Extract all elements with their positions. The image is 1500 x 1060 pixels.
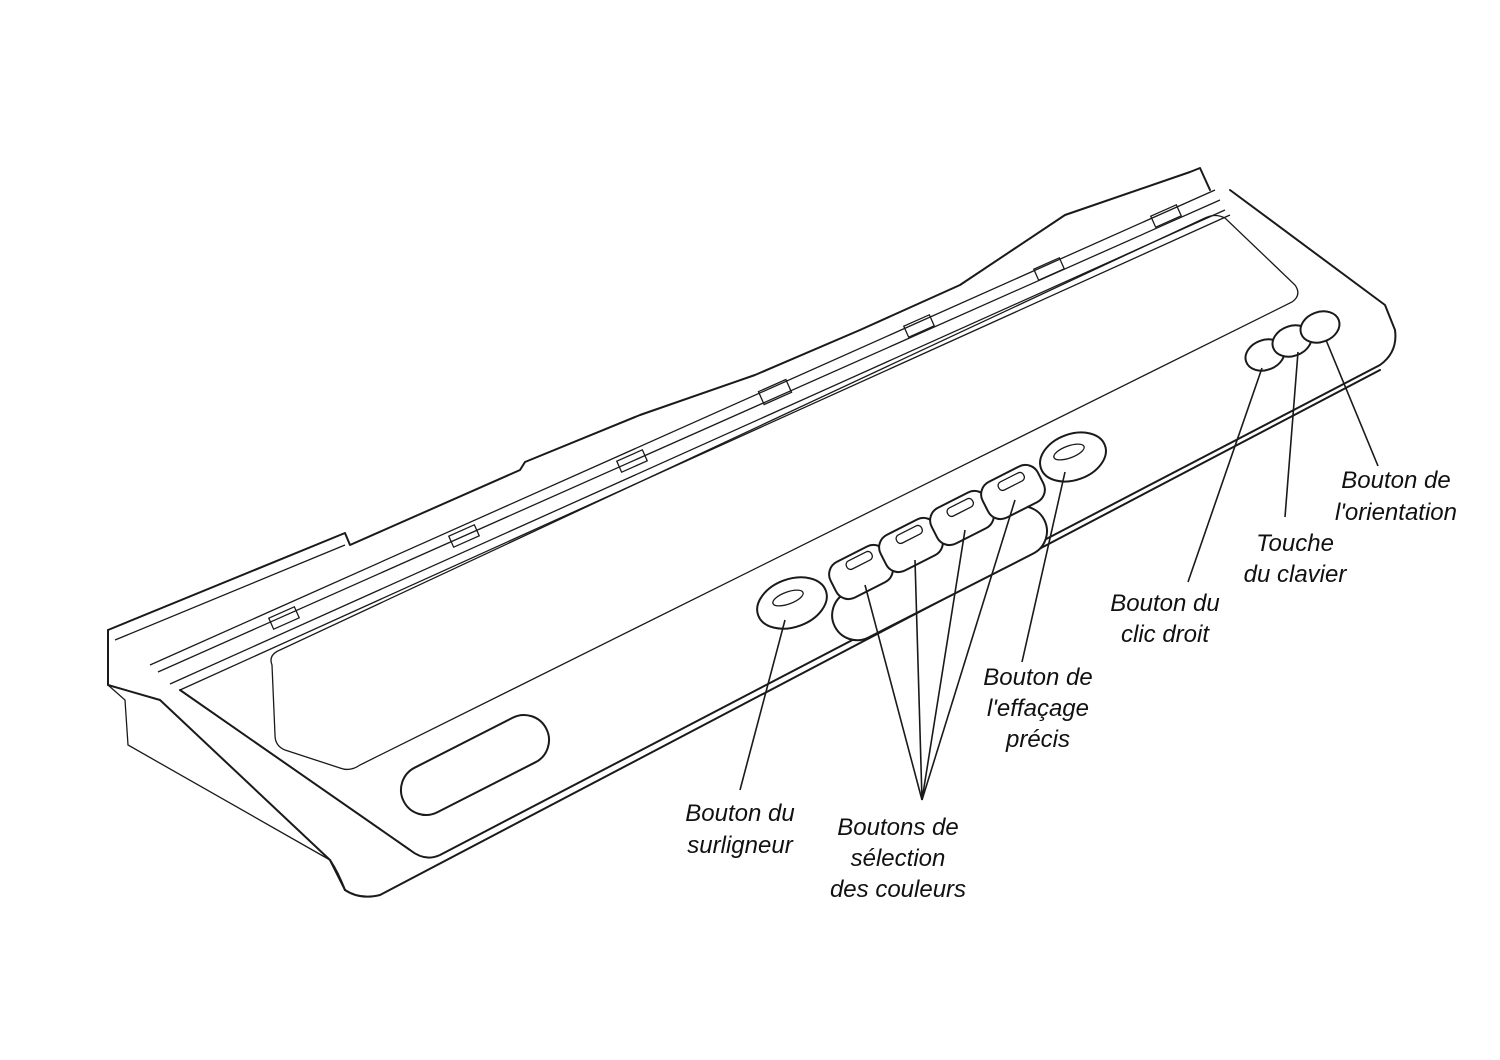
label-color-select: Boutons de sélection des couleurs bbox=[830, 814, 966, 903]
label-line: Boutons de bbox=[837, 814, 958, 841]
label-line: précis bbox=[1005, 726, 1070, 753]
pen-tray-body bbox=[107, 167, 1397, 898]
label-line: clic droit bbox=[1121, 621, 1210, 648]
label-keyboard: Touche du clavier bbox=[1244, 530, 1348, 588]
label-line: sélection bbox=[851, 845, 946, 872]
leader-lines bbox=[739, 339, 1379, 801]
label-line: surligneur bbox=[687, 832, 793, 859]
label-highlighter: Bouton du surligneur bbox=[685, 800, 794, 859]
label-line: Touche bbox=[1256, 530, 1334, 557]
color-select-buttons bbox=[828, 463, 1048, 642]
label-line: l'orientation bbox=[1335, 499, 1457, 526]
label-right-click: Bouton du clic droit bbox=[1110, 590, 1219, 648]
label-line: Bouton du bbox=[685, 800, 794, 827]
label-line: Bouton de bbox=[983, 664, 1092, 691]
right-click-keyboard-orientation-buttons bbox=[1244, 310, 1341, 372]
label-precise-eraser: Bouton de l'effaçage précis bbox=[983, 664, 1092, 753]
label-line: du clavier bbox=[1244, 561, 1348, 588]
precise-eraser-button bbox=[1039, 431, 1107, 483]
label-line: Bouton de bbox=[1341, 467, 1450, 494]
label-line: des couleurs bbox=[830, 876, 966, 903]
pen-slot bbox=[399, 714, 551, 816]
label-orientation: Bouton de l'orientation bbox=[1335, 467, 1457, 526]
label-line: l'effaçage bbox=[987, 695, 1089, 722]
label-line: Bouton du bbox=[1110, 590, 1219, 617]
highlighter-button bbox=[756, 576, 828, 630]
